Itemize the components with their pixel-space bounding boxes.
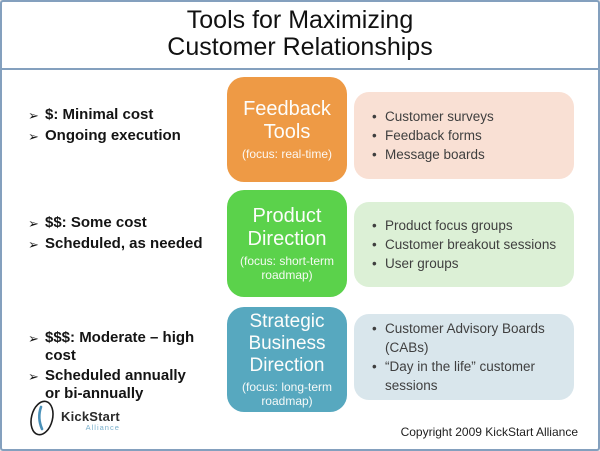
dot-bullet-icon: •: [372, 237, 377, 252]
arrow-bullet-icon: ➢: [28, 129, 39, 144]
dot-bullet-icon: •: [372, 109, 377, 124]
dot-bullet-icon: •: [372, 359, 377, 374]
strategic-business-direction-panel: • Customer Advisory Boards (CABs) • “Day…: [354, 314, 574, 400]
box-subtitle: (focus: short-term roadmap): [239, 254, 335, 282]
list-item: ➢ Scheduled, as needed: [28, 235, 228, 254]
feedback-tools-panel: • Customer surveys • Feedback forms • Me…: [354, 92, 574, 179]
panel-bullet-text: Customer surveys: [385, 109, 494, 124]
arrow-bullet-icon: ➢: [28, 331, 39, 346]
list-item: • Customer Advisory Boards (CABs): [372, 319, 555, 357]
dot-bullet-icon: •: [372, 218, 377, 233]
box-title-line: Business: [248, 333, 326, 354]
cost-bullets-row1: ➢ $: Minimal cost ➢ Ongoing execution: [28, 106, 228, 148]
arrow-bullet-icon: ➢: [28, 237, 39, 252]
box-subtitle: (focus: long-term roadmap): [241, 380, 333, 408]
cost-bullets-row3: ➢ $$$: Moderate – high cost ➢ Scheduled …: [28, 329, 228, 405]
arrow-bullet-icon: ➢: [28, 369, 39, 384]
left-bullet-text: Scheduled, as needed: [45, 235, 203, 252]
list-item: • Message boards: [372, 145, 494, 164]
panel-bullet-text: User groups: [385, 256, 459, 271]
left-bullet-text: Scheduled annually or bi-annually: [45, 367, 186, 402]
arrow-bullet-icon: ➢: [28, 108, 39, 123]
slide-title-line1: Tools for Maximizing: [186, 6, 414, 34]
list-item: ➢ Scheduled annually or bi-annually: [28, 367, 228, 403]
left-bullet-text: $$: Some cost: [45, 214, 147, 231]
arrow-bullet-icon: ➢: [28, 216, 39, 231]
title-block: Tools for Maximizing Customer Relationsh…: [2, 2, 598, 70]
panel-bullet-text: Message boards: [385, 147, 485, 162]
list-item: • Customer breakout sessions: [372, 235, 556, 254]
logo-subname: Alliance: [85, 422, 120, 432]
feedback-tools-box: Feedback Tools (focus: real-time): [227, 77, 347, 182]
product-direction-box: Product Direction (focus: short-term roa…: [227, 190, 347, 297]
list-item: • User groups: [372, 254, 556, 273]
dot-bullet-icon: •: [372, 128, 377, 143]
dot-bullet-icon: •: [372, 256, 377, 271]
panel-bullets: • Customer Advisory Boards (CABs) • “Day…: [354, 319, 565, 395]
left-bullet-text: Ongoing execution: [45, 127, 181, 144]
panel-bullets: • Product focus groups • Customer breako…: [354, 216, 566, 273]
box-title-line: Feedback: [243, 98, 331, 120]
dot-bullet-icon: •: [372, 147, 377, 162]
dot-bullet-icon: •: [372, 321, 377, 336]
box-title-line: Strategic: [249, 311, 325, 332]
logo-text: KickStart Alliance: [61, 409, 120, 432]
list-item: ➢ $$$: Moderate – high cost: [28, 329, 228, 365]
list-item: • “Day in the life” customer sessions: [372, 357, 555, 395]
panel-bullet-text: Customer Advisory Boards (CABs): [385, 321, 545, 355]
left-bullet-text: $: Minimal cost: [45, 106, 154, 123]
box-title-line: Product: [252, 205, 322, 227]
kickstart-logo-icon: [30, 400, 54, 436]
list-item: ➢ $: Minimal cost: [28, 106, 228, 125]
panel-bullet-text: “Day in the life” customer sessions: [385, 359, 536, 393]
box-title-line: Tools: [263, 121, 311, 143]
product-direction-panel: • Product focus groups • Customer breako…: [354, 202, 574, 287]
panel-bullet-text: Customer breakout sessions: [385, 237, 557, 252]
box-title-line: Direction: [249, 355, 325, 376]
list-item: • Feedback forms: [372, 126, 494, 145]
panel-bullet-text: Product focus groups: [385, 218, 513, 233]
cost-bullets-row2: ➢ $$: Some cost ➢ Scheduled, as needed: [28, 214, 228, 256]
slide-title-line2: Customer Relationships: [167, 33, 433, 61]
logo-name: KickStart: [61, 408, 120, 424]
list-item: • Customer surveys: [372, 107, 494, 126]
kickstart-logo: KickStart Alliance: [26, 398, 120, 438]
list-item: • Product focus groups: [372, 216, 556, 235]
strategic-business-direction-box: Strategic Business Direction (focus: lon…: [227, 307, 347, 412]
panel-bullet-text: Feedback forms: [385, 128, 482, 143]
panel-bullets: • Customer surveys • Feedback forms • Me…: [354, 107, 504, 164]
list-item: ➢ $$: Some cost: [28, 214, 228, 233]
box-subtitle: (focus: real-time): [241, 147, 333, 161]
box-title-line: Direction: [247, 228, 327, 250]
left-bullet-text: $$$: Moderate – high cost: [45, 329, 195, 364]
copyright-text: Copyright 2009 KickStart Alliance: [400, 425, 578, 439]
list-item: ➢ Ongoing execution: [28, 127, 228, 146]
